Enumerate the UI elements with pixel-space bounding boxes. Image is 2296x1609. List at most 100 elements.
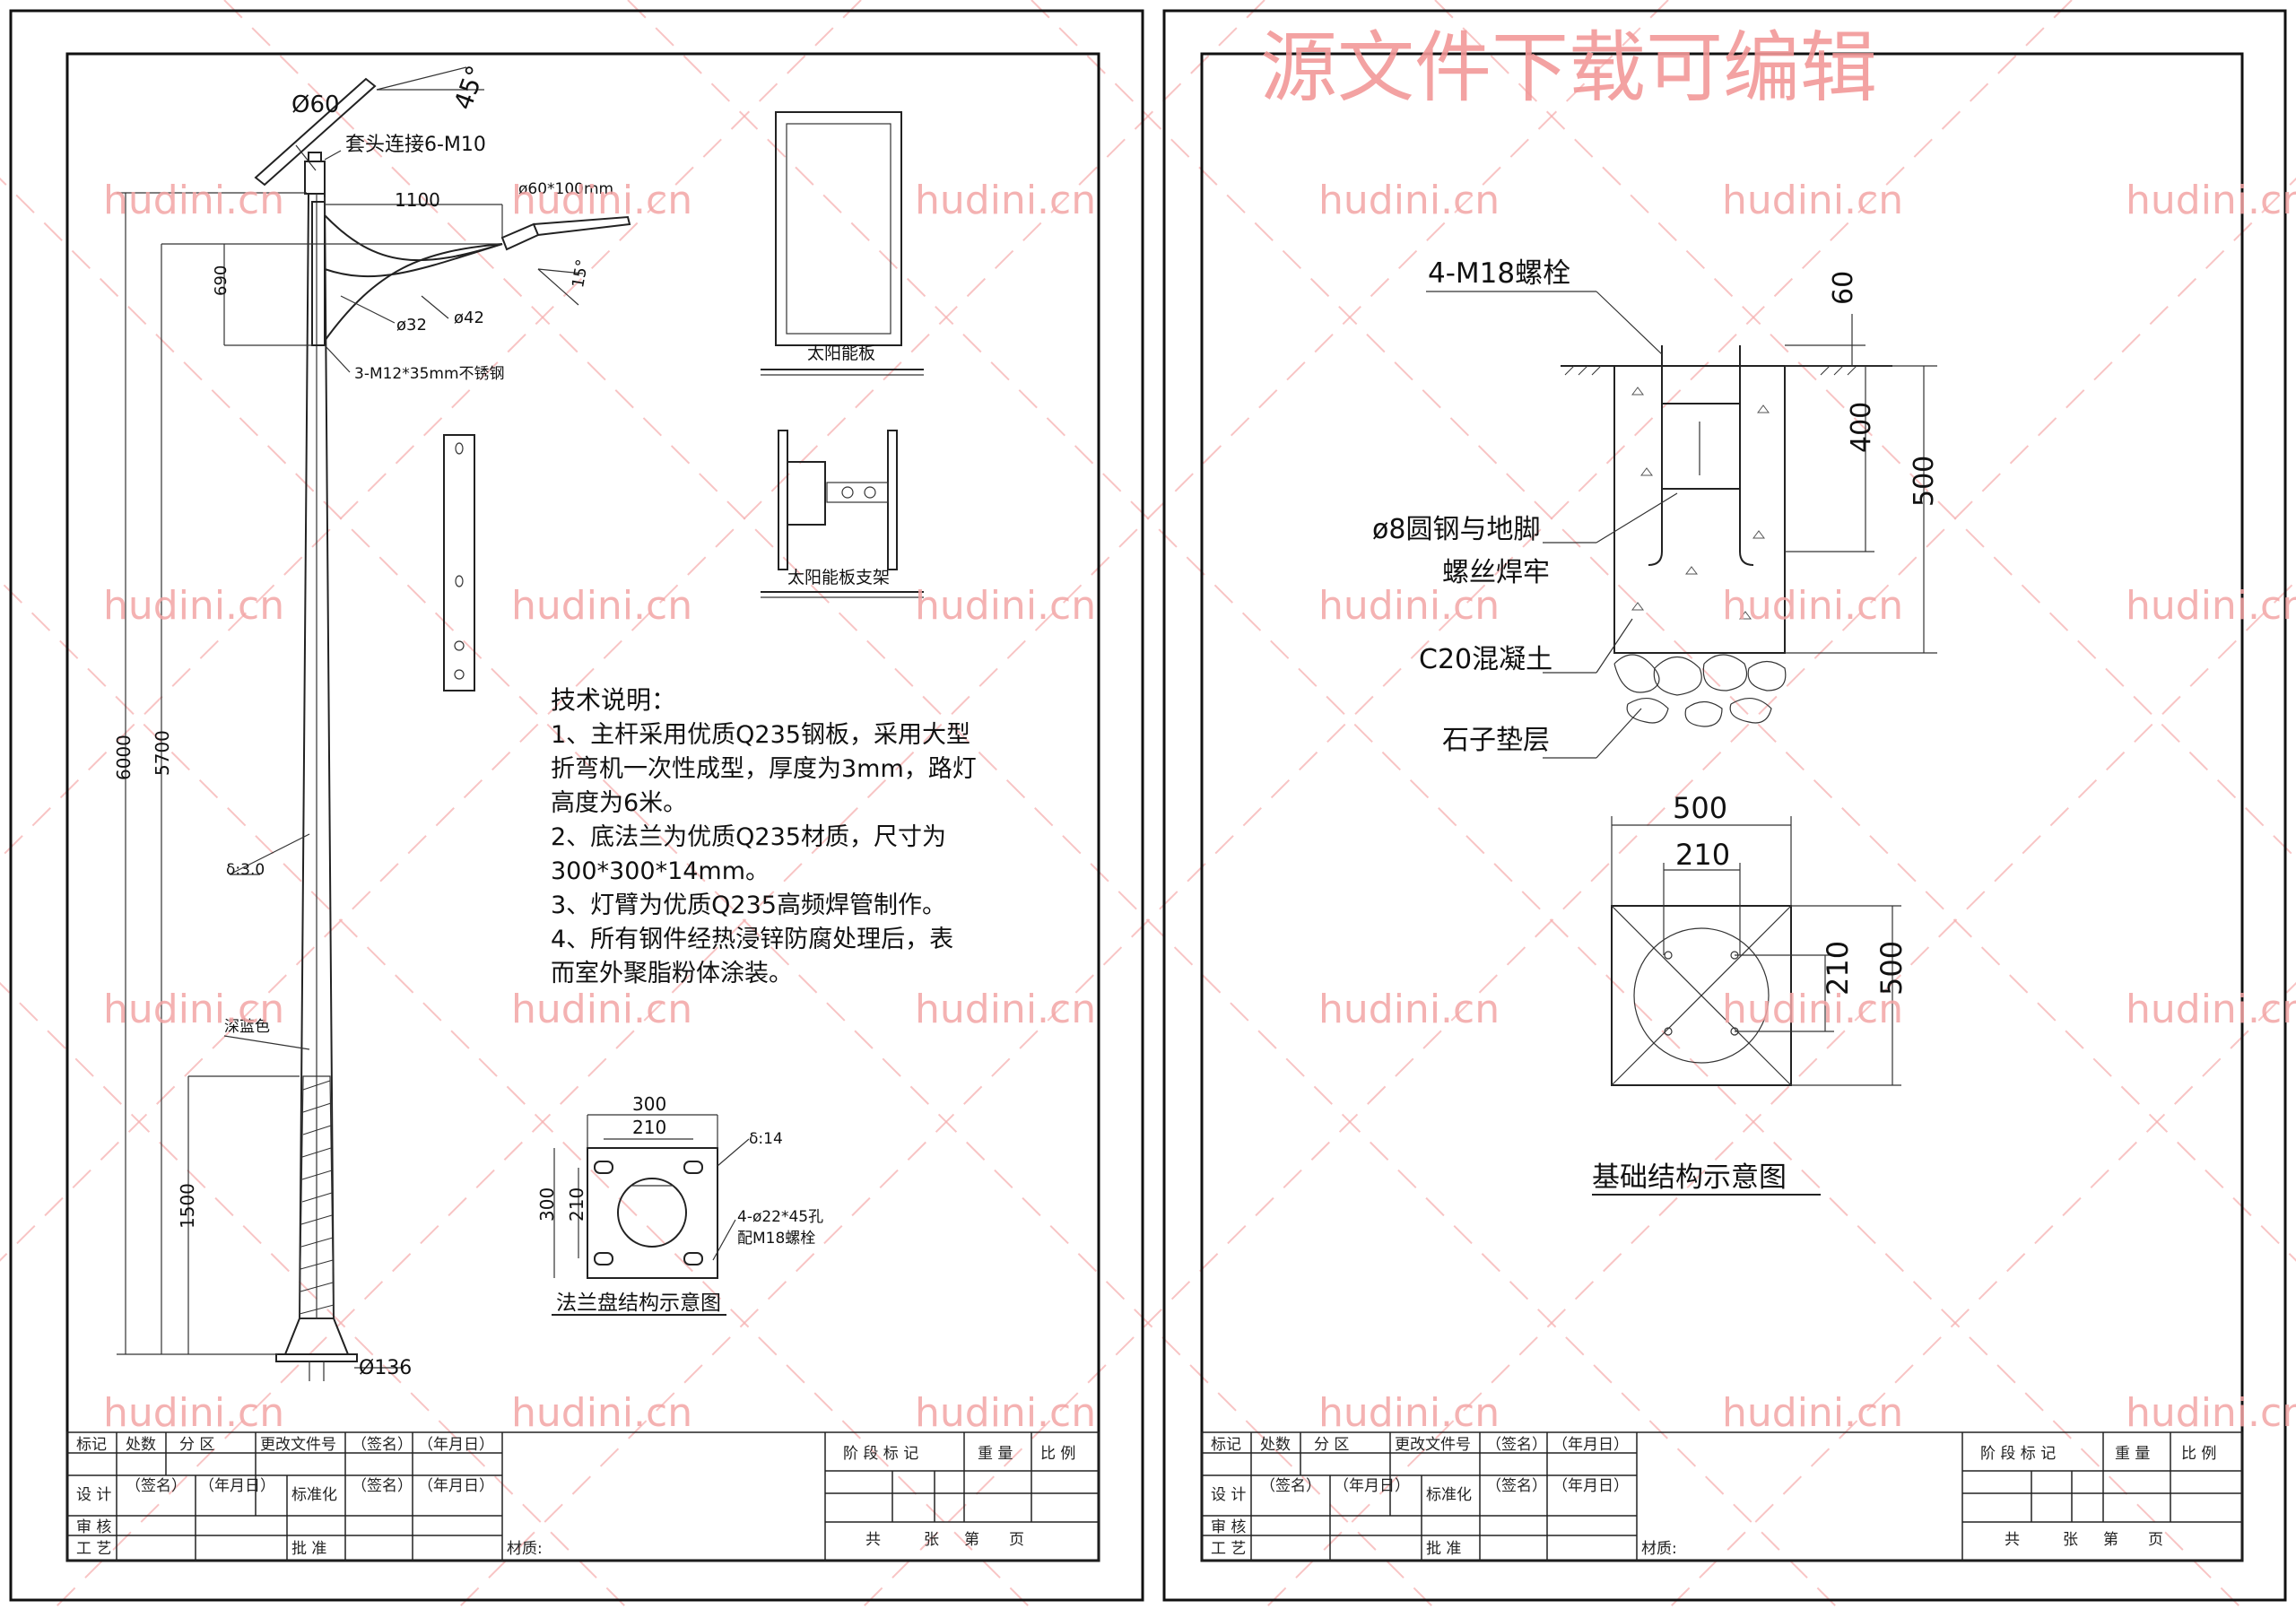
tb-l-weight: 重 量: [978, 1445, 1013, 1463]
tb-r-total: 共: [2005, 1531, 2020, 1549]
tb-l-count: 处数: [126, 1436, 156, 1454]
base-height-label: 1500: [177, 1183, 198, 1229]
watermark-site: hudini.cn: [103, 178, 284, 223]
watermark-site: hudini.cn: [915, 583, 1096, 629]
watermark-site: hudini.cn: [2126, 178, 2296, 223]
tb-l-page: 页: [1009, 1531, 1024, 1549]
tb-r-stage: 阶 段 标 记: [1980, 1445, 2056, 1463]
lamp-height-label: 5700: [152, 730, 173, 776]
tb-r-design: 设 计: [1211, 1486, 1246, 1504]
tb-r-date-c: （年月日）: [1552, 1477, 1629, 1495]
watermark-site: hudini.cn: [2126, 987, 2296, 1032]
tb-l-review: 审 核: [76, 1518, 111, 1536]
solar-panel: 太阳能板: [761, 111, 924, 376]
tb-r-sheets: 张: [2063, 1531, 2078, 1549]
tb-r-mark: 标记: [1211, 1436, 1241, 1454]
arm-d42-label: ø42: [454, 309, 484, 327]
tb-r-standard: 标准化: [1426, 1486, 1472, 1504]
pole-labels: Ø60 45° 套头连接6-M10 1100 ø60*100mm 690 15°…: [113, 62, 613, 1379]
foundation-plan: 500 210 210 500 基础结构示意图: [1592, 791, 1909, 1196]
tech-notes-line-6: 3、灯臂为优质Q235高频焊管制作。: [551, 891, 946, 919]
tb-l-change: 更改文件号: [260, 1436, 336, 1454]
tb-l-craft: 工 艺: [76, 1540, 111, 1558]
gravel-label: 石子垫层: [1442, 725, 1550, 756]
solar-panel-label: 太阳能板: [807, 344, 875, 363]
flange-thick-label: δ:14: [749, 1130, 783, 1148]
tech-notes-line-2: 折弯机一次性成型，厚度为3mm，路灯: [551, 755, 977, 783]
flange-bolts-label: 配M18螺栓: [737, 1230, 815, 1248]
plan-w500-label: 500: [1673, 791, 1727, 825]
depth60-label: 60: [1828, 271, 1859, 305]
tech-notes-line-5: 300*300*14mm。: [551, 857, 770, 885]
tb-l-design: 设 计: [76, 1486, 111, 1504]
left-sheet-outer-border: [9, 9, 1144, 1602]
tb-r-review: 审 核: [1211, 1518, 1246, 1536]
tb-l-mark: 标记: [76, 1436, 107, 1454]
arm-bar-detail: [443, 434, 475, 691]
tb-l-material: 材质:: [507, 1540, 543, 1558]
tb-l-sign-c: （签名）: [352, 1477, 413, 1495]
tech-notes-line-4: 2、底法兰为优质Q235材质，尺寸为: [551, 823, 946, 851]
concrete-label: C20混凝土: [1419, 644, 1552, 675]
tb-r-sign-b: （签名）: [1260, 1477, 1321, 1495]
watermark-site: hudini.cn: [511, 1390, 692, 1436]
base-dia-label: Ø136: [359, 1357, 412, 1379]
watermark-site: hudini.cn: [103, 583, 284, 629]
rebar-label-2: 螺丝焊牢: [1442, 557, 1550, 588]
watermark-site: hudini.cn: [103, 1390, 284, 1436]
tb-r-sign: （签名）: [1486, 1436, 1547, 1454]
tb-l-total: 共: [865, 1531, 881, 1549]
tb-l-standard: 标准化: [291, 1486, 337, 1504]
watermark-site: hudini.cn: [103, 987, 284, 1032]
angle15-label: 15°: [569, 258, 592, 290]
tb-l-date-c: （年月日）: [418, 1477, 494, 1495]
watermark-site: hudini.cn: [915, 178, 1096, 223]
plan-w210-label: 210: [1675, 838, 1730, 872]
watermark-site: hudini.cn: [1318, 1390, 1500, 1436]
rebar-label-1: ø8圆钢与地脚: [1372, 514, 1540, 545]
tb-r-material: 材质:: [1641, 1540, 1677, 1558]
watermark-site: hudini.cn: [1722, 583, 1903, 629]
tb-r-weight: 重 量: [2115, 1445, 2150, 1463]
tech-notes: 技术说明： 1、主杆采用优质Q235钢板，采用大型 折弯机一次性成型，厚度为3m…: [551, 685, 977, 987]
lamp-conn-label: ø60*100mm: [518, 180, 613, 198]
watermark-site: hudini.cn: [1318, 583, 1500, 629]
watermark-texts: 源文件下载可编辑 hudini.cn hudini.cn hudini.cn h…: [103, 23, 2296, 1436]
foundation-section: 4-M18螺栓 60 400 500 ø8圆钢与地脚 螺丝焊牢 C20混凝土 石…: [1372, 257, 1940, 759]
tb-r-craft: 工 艺: [1211, 1540, 1246, 1558]
flange-h300-label: 300: [536, 1187, 558, 1222]
pole-dimensions: [117, 66, 584, 1369]
tb-r-page: 页: [2148, 1531, 2163, 1549]
depth400-label: 400: [1846, 402, 1877, 453]
flange-w300-label: 300: [632, 1093, 666, 1115]
tb-l-stage: 阶 段 标 记: [843, 1445, 918, 1463]
foundation-caption: 基础结构示意图: [1592, 1161, 1787, 1194]
arm-bolts-label: 3-M12*35mm不锈钢: [354, 365, 505, 383]
tb-l-date-b: （年月日）: [199, 1477, 275, 1495]
tb-r-date-b: （年月日）: [1334, 1477, 1410, 1495]
title-block-left: 标记 处数 分 区 更改文件号 （签名） （年月日） 设 计 （签名） （年月日…: [66, 1431, 1100, 1561]
tb-l-sign-b: （签名）: [126, 1477, 187, 1495]
watermark-site: hudini.cn: [2126, 583, 2296, 629]
watermark-banner: 源文件下载可编辑: [1260, 23, 1877, 113]
tb-r-count: 处数: [1260, 1436, 1291, 1454]
solar-bracket-label: 太阳能板支架: [787, 568, 890, 587]
tb-l-sign: （签名）: [352, 1436, 413, 1454]
thickness-label: δ:3.0: [226, 861, 265, 879]
watermark-site: hudini.cn: [915, 1390, 1096, 1436]
angle45-label: 45°: [448, 62, 491, 114]
flange-w210-label: 210: [632, 1117, 666, 1138]
watermark-site: hudini.cn: [1318, 987, 1500, 1032]
total-height-label: 6000: [113, 735, 135, 780]
watermark-site: hudini.cn: [1722, 178, 1903, 223]
tb-l-scale: 比 例: [1040, 1445, 1075, 1463]
tb-l-zone: 分 区: [179, 1436, 214, 1454]
tech-notes-title: 技术说明：: [551, 685, 676, 715]
plan-h210-label: 210: [1821, 941, 1855, 996]
watermark-site: hudini.cn: [1318, 178, 1500, 223]
flange-h210-label: 210: [566, 1187, 587, 1222]
flange-plate: 300 210 300 210 δ:14 4-ø22*45孔 配M18螺栓 法兰…: [536, 1093, 823, 1316]
pipe-dia-label: Ø60: [291, 91, 340, 118]
tb-r-zone: 分 区: [1314, 1436, 1349, 1454]
tb-r-change: 更改文件号: [1395, 1436, 1471, 1454]
